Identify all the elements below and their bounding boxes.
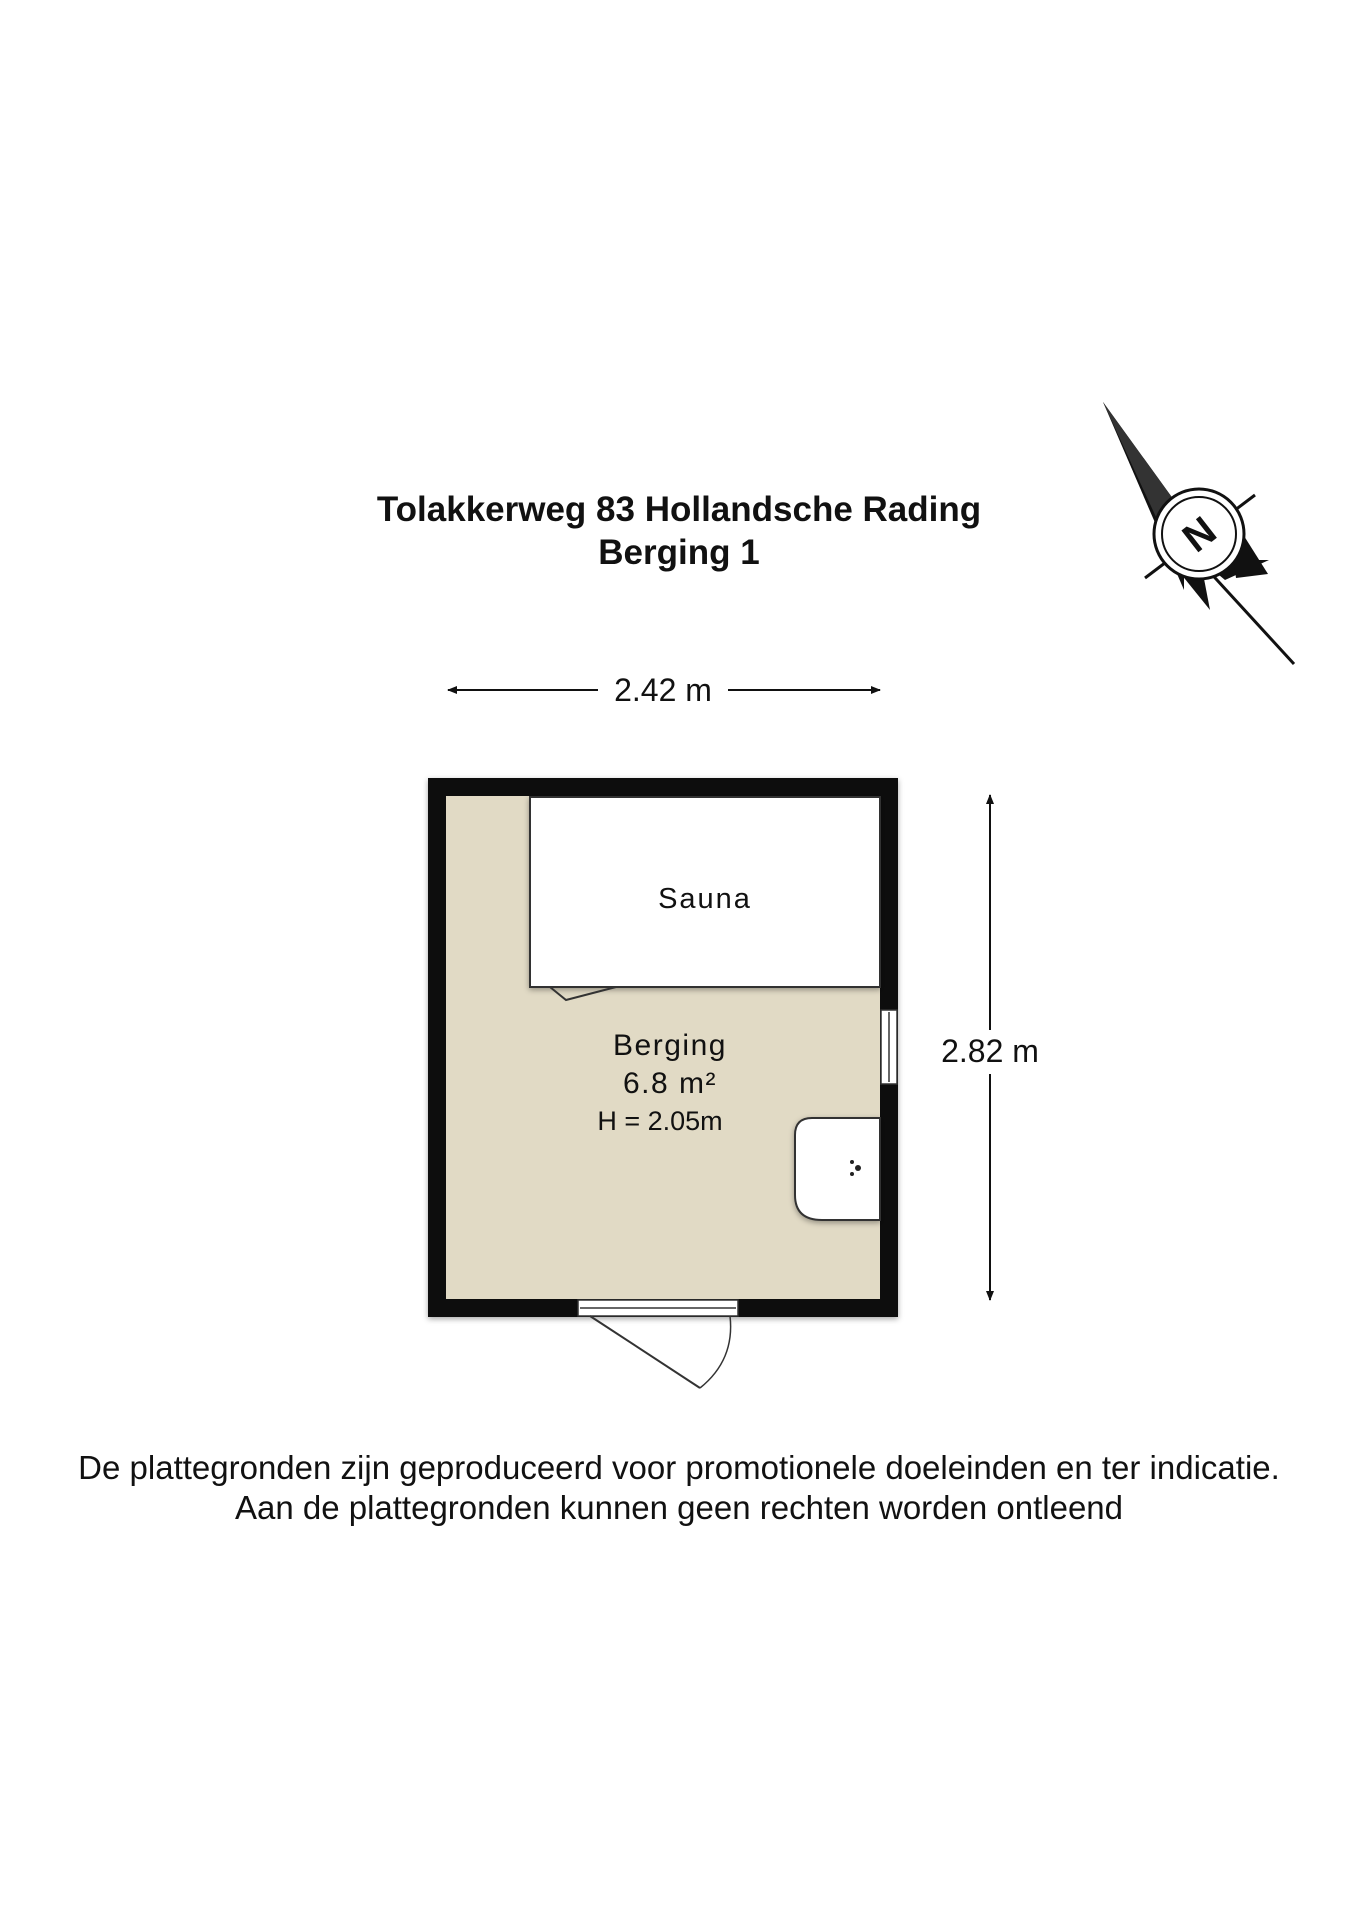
sauna-label: Sauna: [658, 883, 752, 915]
door-leaf: [589, 1315, 701, 1389]
sink: [794, 1117, 881, 1221]
right-window: [880, 1009, 898, 1085]
sauna-door-swing: [549, 986, 617, 1002]
sauna-cabin: [529, 796, 881, 988]
north-compass-icon: N: [1103, 402, 1296, 666]
berging-ceiling-height: H = 2.05m: [597, 1106, 722, 1136]
entrance-door: [577, 1299, 739, 1389]
height-dimension: 2.82 m: [935, 794, 1045, 1301]
berging-area: 6.8 m²: [623, 1067, 717, 1100]
floor-title: Berging 1: [598, 533, 760, 572]
disclaimer-line-1: De plattegronden zijn geproduceerd voor …: [78, 1449, 1280, 1486]
height-label-bg: [935, 1030, 1045, 1074]
disclaimer: De plattegronden zijn geproduceerd voor …: [0, 1448, 1358, 1528]
height-label: 2.82 m: [941, 1033, 1039, 1069]
disclaimer-line-2: Aan de plattegronden kunnen geen rechten…: [234, 1489, 1124, 1526]
width-dimension: 2.42 m: [447, 672, 881, 708]
berging-label: Berging: [613, 1029, 727, 1062]
address-title: Tolakkerweg 83 Hollandsche Rading: [376, 490, 982, 529]
sauna-box: [529, 796, 881, 988]
width-label: 2.42 m: [614, 672, 712, 708]
door-swing-arc: [699, 1315, 732, 1389]
faucet-icon: [850, 1160, 861, 1176]
